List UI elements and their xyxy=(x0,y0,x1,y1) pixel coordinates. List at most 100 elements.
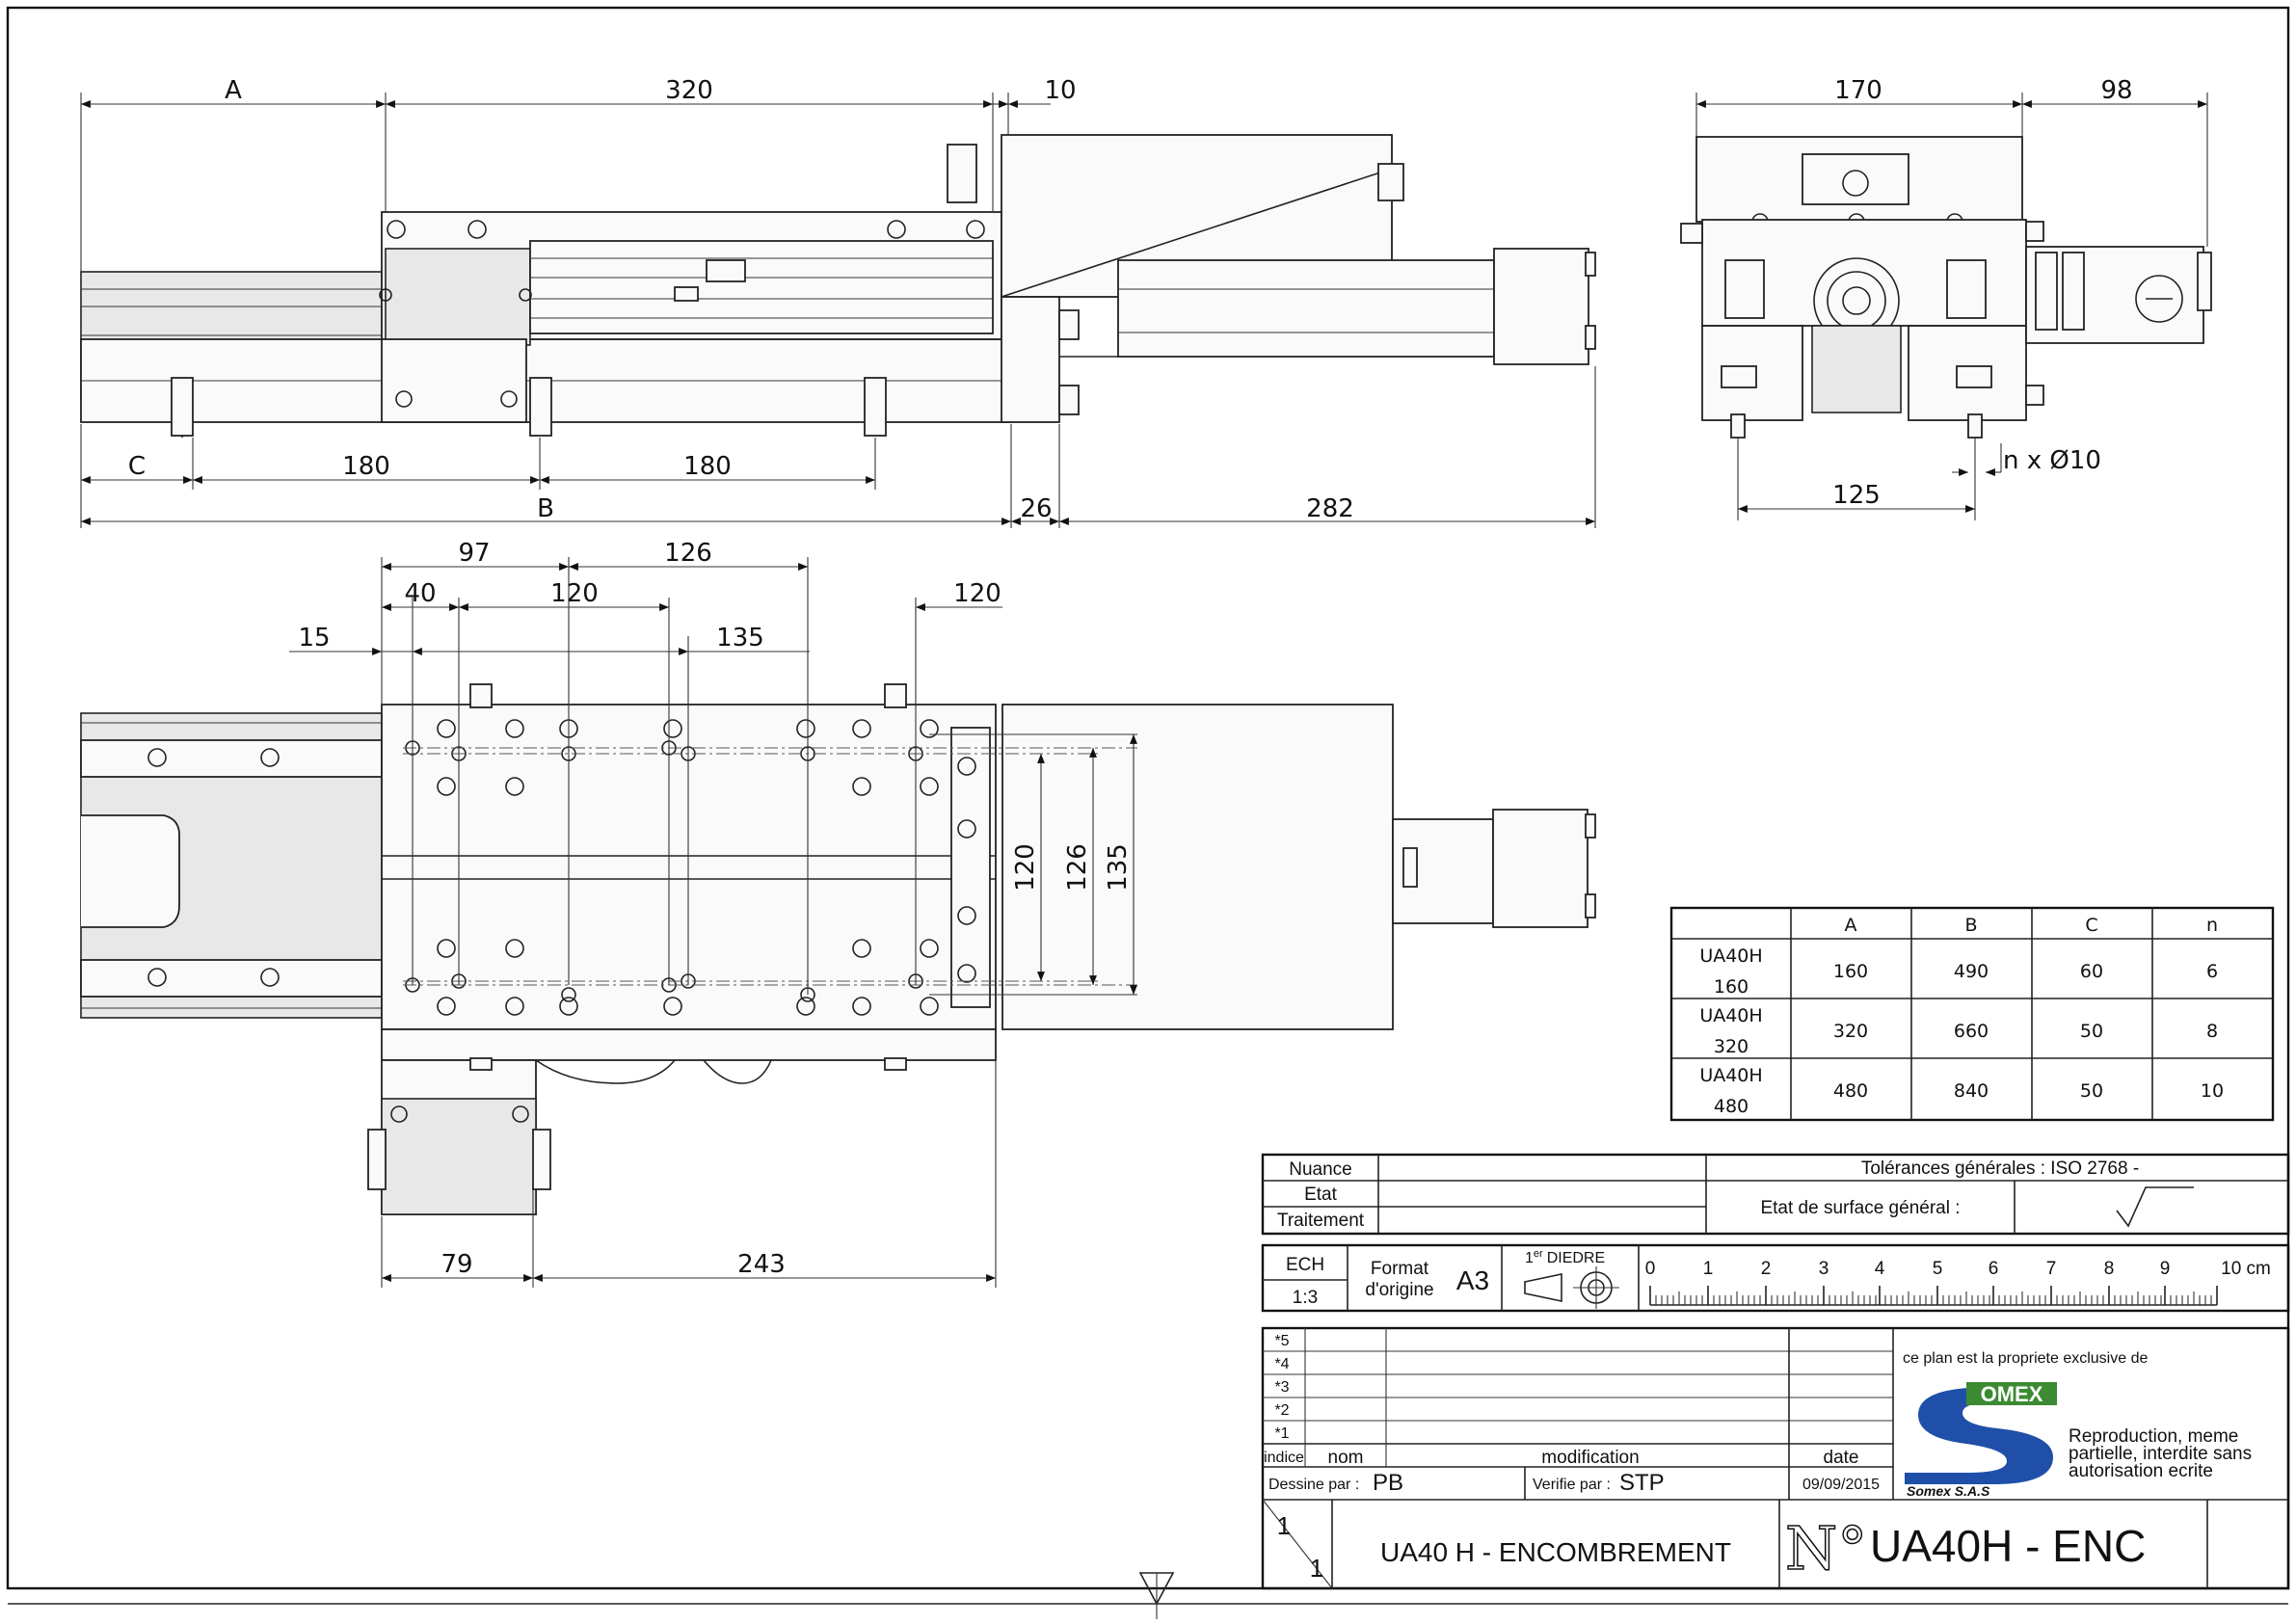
tolerances-text: Tolérances générales : ISO 2768 - xyxy=(1861,1158,2139,1179)
label-nuance: Nuance xyxy=(1289,1159,1352,1180)
dim-v135: 135 xyxy=(1104,843,1133,892)
table-header-a: A xyxy=(1845,915,1857,936)
table-header-c: C xyxy=(2085,915,2097,936)
dim-79: 79 xyxy=(441,1250,472,1279)
projection-icon xyxy=(1524,1273,1562,1302)
ech-label: ECH xyxy=(1286,1255,1324,1275)
reproduction-text: partielle, interdite sans xyxy=(2069,1444,2252,1464)
table-header-b: B xyxy=(1964,915,1977,936)
sheet-total: 1 xyxy=(1310,1554,1323,1583)
scale-label: 10 cm xyxy=(2221,1259,2271,1279)
dim-v120: 120 xyxy=(1011,843,1040,892)
dim-15: 15 xyxy=(298,624,330,652)
side-view-dimensions: 170 98 125 n x Ø10 xyxy=(1695,76,2208,520)
dim-120-top-right: 120 xyxy=(953,579,1001,608)
revision-index: *3 xyxy=(1274,1379,1289,1396)
table-row-model: 480 xyxy=(1714,1096,1749,1117)
format-label: d'origine xyxy=(1365,1280,1433,1300)
title-block: Nuance Etat Traitement Tolérances généra… xyxy=(1261,1153,2290,1590)
dim-98: 98 xyxy=(2100,76,2132,105)
dim-a: A xyxy=(225,76,242,105)
table-cell: 480 xyxy=(1833,1080,1868,1102)
revision-index: *1 xyxy=(1274,1425,1289,1442)
surface-finish-icon xyxy=(2116,1186,2194,1228)
reproduction-text: Reproduction, meme xyxy=(2069,1426,2238,1447)
table-cell: 10 xyxy=(2201,1080,2224,1102)
dessine-label: Dessine par : xyxy=(1268,1477,1359,1493)
revision-index: *2 xyxy=(1274,1402,1289,1419)
side-view xyxy=(1680,136,2212,439)
scale-label: 4 xyxy=(1875,1259,1885,1279)
table-row-model: 320 xyxy=(1714,1036,1749,1057)
dim-120-top-left: 120 xyxy=(550,579,599,608)
dim-320: 320 xyxy=(665,76,713,105)
table-cell: 660 xyxy=(1954,1021,1989,1042)
table-cell: 50 xyxy=(2080,1021,2103,1042)
label-nom: nom xyxy=(1328,1448,1364,1468)
label-indice: indice xyxy=(1264,1450,1304,1466)
table-cell: 60 xyxy=(2080,961,2103,982)
label-etat: Etat xyxy=(1304,1185,1338,1205)
scale-label: 3 xyxy=(1819,1259,1829,1279)
table-cell: 160 xyxy=(1833,961,1868,982)
dimensions-table: A B C n UA40H 160 160 490 60 6 UA40H 320… xyxy=(1669,906,2275,1122)
scale-label: 6 xyxy=(1989,1259,1999,1279)
table-cell: 8 xyxy=(2206,1021,2218,1042)
table-row-model: 160 xyxy=(1714,976,1749,998)
revision-index: *5 xyxy=(1274,1333,1289,1349)
scale-label: 1 xyxy=(1703,1259,1714,1279)
drawing-number: UA40H - ENC xyxy=(1870,1521,2146,1571)
dim-180-right: 180 xyxy=(683,452,732,481)
sheet-number: 1 xyxy=(1277,1511,1291,1540)
front-view-dimensions: A 320 10 C 180 180 B 26 282 xyxy=(80,76,1596,528)
dim-c: C xyxy=(128,452,146,481)
label-modification: modification xyxy=(1541,1448,1639,1468)
top-view-dimensions: 97 126 40 120 120 15 135 120 126 135 79 … xyxy=(289,539,1137,1288)
ech-value: 1:3 xyxy=(1293,1288,1318,1308)
reproduction-text: autorisation ecrite xyxy=(2069,1461,2213,1481)
table-cell: 50 xyxy=(2080,1080,2103,1102)
somex-logo: OMEX Somex S.A.S xyxy=(1905,1382,2057,1499)
logo-text: OMEX xyxy=(1981,1382,2043,1406)
company-name: Somex S.A.S xyxy=(1907,1483,1990,1499)
verifie-value: STP xyxy=(1619,1470,1665,1496)
dim-180-left: 180 xyxy=(342,452,390,481)
format-value: A3 xyxy=(1456,1265,1489,1295)
scale-label: 5 xyxy=(1933,1259,1943,1279)
dim-135: 135 xyxy=(716,624,764,652)
table-cell: 320 xyxy=(1833,1021,1868,1042)
dim-97: 97 xyxy=(458,539,490,568)
table-row-model: UA40H xyxy=(1699,945,1762,967)
dim-10: 10 xyxy=(1044,76,1076,105)
revision-index: *4 xyxy=(1274,1356,1289,1372)
format-label: Format xyxy=(1371,1259,1429,1279)
scale-label: 7 xyxy=(2046,1259,2057,1279)
dim-40: 40 xyxy=(404,579,436,608)
dim-holes: n x Ø10 xyxy=(2003,446,2101,475)
table-row-model: UA40H xyxy=(1699,1005,1762,1026)
front-view xyxy=(80,134,1596,438)
scale-label: 9 xyxy=(2160,1259,2171,1279)
dim-282: 282 xyxy=(1306,494,1354,523)
surface-text: Etat de surface général : xyxy=(1760,1198,1960,1218)
scale-label: 8 xyxy=(2104,1259,2115,1279)
dim-b: B xyxy=(537,494,554,523)
table-cell: 840 xyxy=(1954,1080,1989,1102)
top-view xyxy=(80,683,1596,1215)
table-header-n: n xyxy=(2206,915,2218,936)
dim-243: 243 xyxy=(737,1250,786,1279)
dim-125: 125 xyxy=(1832,481,1881,510)
scale-label: 0 xyxy=(1645,1259,1656,1279)
dim-26: 26 xyxy=(1020,494,1052,523)
dim-126: 126 xyxy=(664,539,712,568)
table-cell: 6 xyxy=(2206,961,2218,982)
table-cell: 490 xyxy=(1954,961,1989,982)
scale-ruler: 0 1 2 3 4 5 6 7 8 9 10 cm xyxy=(1645,1259,2271,1306)
dim-170: 170 xyxy=(1834,76,1882,105)
label-traitement: Traitement xyxy=(1277,1211,1365,1231)
verifie-label: Verifie par : xyxy=(1533,1477,1611,1493)
drawing-title: UA40 H - ENCOMBREMENT xyxy=(1380,1537,1731,1567)
property-text: ce plan est la propriete exclusive de xyxy=(1903,1350,2148,1367)
